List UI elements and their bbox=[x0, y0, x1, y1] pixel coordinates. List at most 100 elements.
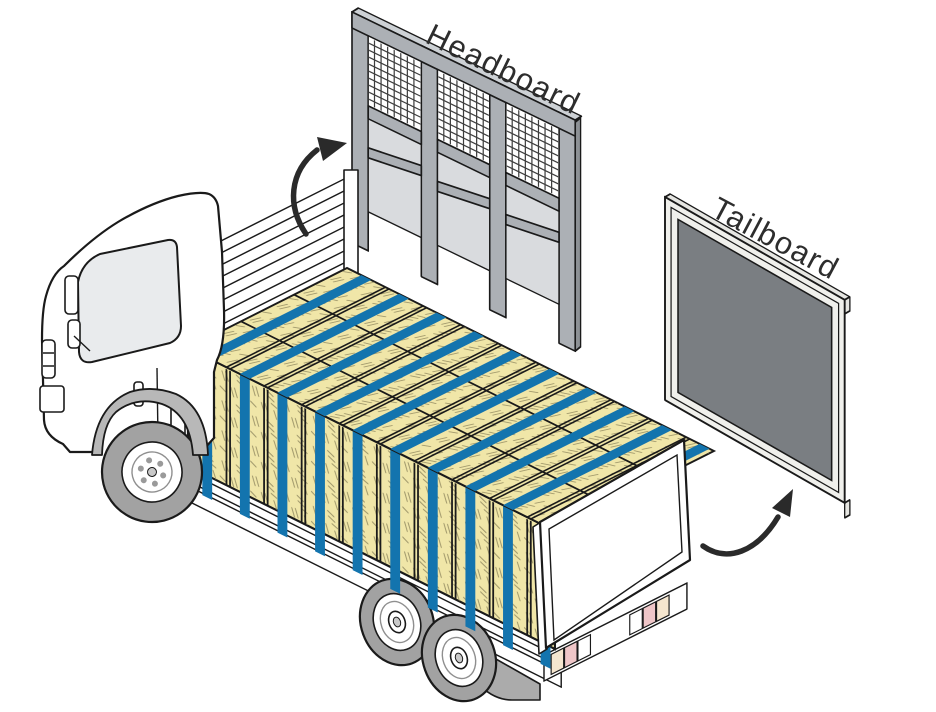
tailboard-face bbox=[677, 218, 833, 482]
headboard-arrow bbox=[290, 137, 347, 237]
headboard-post bbox=[558, 111, 577, 353]
bale-seam bbox=[526, 436, 688, 518]
headboard-post bbox=[420, 44, 439, 286]
tailboard-frame-local bbox=[664, 193, 851, 519]
lashing-straps-side bbox=[202, 355, 551, 669]
tail-light-white bbox=[577, 633, 592, 662]
bale-seam bbox=[341, 344, 503, 426]
headboard-panel bbox=[351, 7, 583, 353]
bale-seam bbox=[369, 70, 421, 97]
lashing-strap-side bbox=[503, 505, 513, 651]
front-marker-light bbox=[41, 339, 56, 379]
tail-light-cream bbox=[655, 594, 670, 623]
rear-panel-face bbox=[538, 438, 692, 650]
bale-side-seams bbox=[225, 368, 532, 638]
headboard-brace bbox=[505, 213, 560, 244]
bale-seam bbox=[369, 84, 421, 111]
bale-seam bbox=[417, 382, 578, 464]
lashing-strap-side bbox=[239, 373, 250, 519]
headboard-lower-panel bbox=[436, 151, 491, 272]
lashing-strap-top bbox=[202, 275, 372, 361]
bale-seam bbox=[506, 130, 559, 157]
bale-seam bbox=[438, 132, 489, 158]
tail-light-pink bbox=[563, 640, 578, 669]
bale-seam bbox=[438, 118, 489, 144]
lashing-strap-top bbox=[239, 293, 409, 379]
bale-seam bbox=[506, 151, 559, 178]
headboard-brace bbox=[367, 146, 423, 177]
rear-panel-inner-line bbox=[548, 453, 683, 642]
lashing-strap-top bbox=[465, 406, 635, 492]
bale-seam bbox=[506, 137, 559, 164]
side-mirror-upper bbox=[64, 275, 79, 315]
lashing-strap-side bbox=[315, 411, 325, 557]
headboard-brace bbox=[436, 180, 491, 210]
load-side-face bbox=[186, 346, 557, 669]
bale-seam bbox=[369, 91, 421, 118]
bale-seam bbox=[369, 49, 421, 76]
tail-light-cream bbox=[550, 647, 565, 676]
headboard-frame-local bbox=[351, 7, 583, 353]
lashing-strap-top bbox=[352, 350, 522, 436]
bale-seam bbox=[438, 125, 489, 151]
bale-seam bbox=[304, 326, 466, 407]
front-bumper-corner bbox=[39, 385, 65, 413]
mirror-arm bbox=[73, 335, 91, 352]
lashing-strap-side bbox=[465, 486, 476, 632]
rear-wheel-1 bbox=[358, 577, 436, 667]
bale-seam bbox=[300, 324, 462, 406]
headboard-lower-panel bbox=[505, 184, 560, 306]
bale-seam bbox=[506, 109, 559, 136]
bale-seam bbox=[492, 419, 654, 501]
bale-seam bbox=[506, 123, 559, 150]
bale-seam bbox=[451, 399, 612, 481]
bale-seam bbox=[438, 111, 489, 137]
bale-seam bbox=[506, 144, 559, 171]
cab bbox=[39, 191, 226, 459]
bale-seam bbox=[379, 363, 541, 445]
tailboard-arrowhead-icon bbox=[772, 489, 793, 517]
bale-seam bbox=[438, 97, 489, 123]
lashing-strap-top bbox=[315, 331, 484, 417]
bale-seam bbox=[454, 401, 616, 482]
tailboard-panel bbox=[664, 193, 851, 519]
bale-seam bbox=[438, 90, 489, 116]
tailboard-arrow-curve bbox=[700, 514, 781, 557]
lashing-strap-side bbox=[352, 430, 363, 576]
bale-seam bbox=[369, 77, 421, 104]
rear-bumper bbox=[543, 582, 688, 682]
bale-seam bbox=[438, 76, 489, 102]
bale-seam bbox=[506, 165, 559, 192]
bale-seam bbox=[369, 63, 421, 90]
bale-seam bbox=[369, 56, 421, 83]
truck bbox=[39, 169, 717, 703]
headboard-post bbox=[488, 77, 507, 319]
bale-seam bbox=[506, 116, 559, 143]
tail-light-cluster-left bbox=[550, 633, 592, 676]
tailboard-arrow bbox=[700, 489, 793, 557]
lashing-strap-side bbox=[390, 448, 401, 594]
bale-seam bbox=[369, 98, 421, 125]
lug-nuts bbox=[137, 457, 167, 487]
bale-seam bbox=[438, 104, 489, 130]
bale-seam bbox=[266, 307, 428, 389]
rear-panel-edge bbox=[532, 521, 548, 655]
rear-panel bbox=[532, 438, 692, 655]
tail-light-cluster-right bbox=[629, 594, 670, 636]
headboard-arrowhead-icon bbox=[317, 137, 347, 161]
bale-seam bbox=[488, 417, 650, 499]
headboard-mesh-grid bbox=[369, 40, 559, 194]
tailboard-frame-inner-line bbox=[670, 206, 840, 494]
lashing-strap-top bbox=[503, 425, 672, 511]
rear-wheel-2 bbox=[420, 613, 498, 703]
lashing-strap-top bbox=[427, 387, 597, 473]
bale-seam bbox=[438, 83, 489, 109]
bale-seam bbox=[263, 305, 424, 387]
lashing-strap-side bbox=[277, 392, 288, 538]
bale-seam bbox=[369, 42, 421, 69]
bale-seam bbox=[225, 286, 387, 368]
tail-light-white bbox=[629, 607, 643, 636]
front-fender bbox=[91, 388, 209, 456]
